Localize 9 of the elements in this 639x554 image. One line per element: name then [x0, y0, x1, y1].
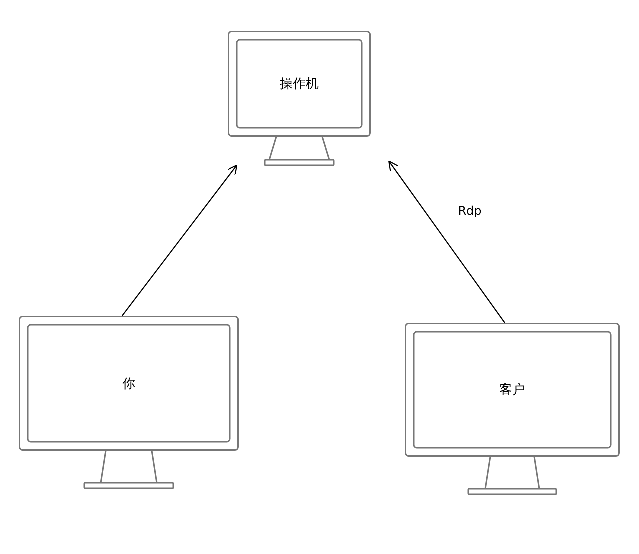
monitor — [19, 316, 239, 489]
arrow — [122, 164, 238, 316]
arrow — [388, 160, 506, 324]
edge-label: Rdp — [457, 204, 483, 218]
node-label: 客户 — [500, 382, 526, 399]
monitor — [405, 323, 620, 495]
node-label: 操作机 — [280, 76, 319, 93]
node-label: 你 — [122, 376, 136, 392]
monitor — [228, 31, 371, 166]
